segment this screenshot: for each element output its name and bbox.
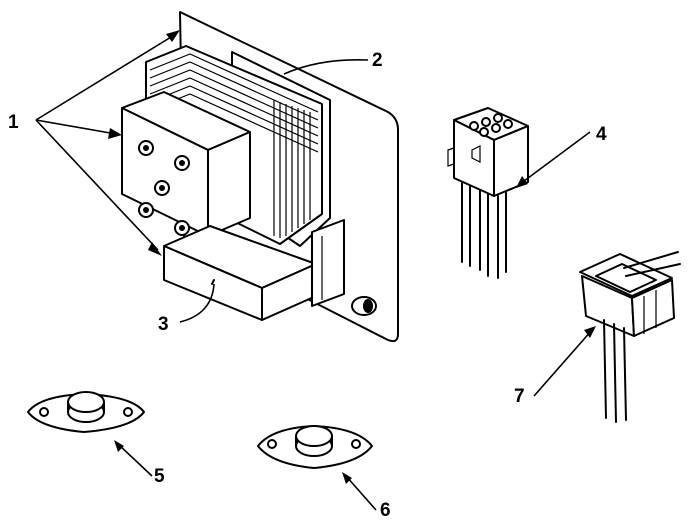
connector-plug xyxy=(447,107,529,279)
callout-2: 2 xyxy=(372,50,383,71)
thermostat-disc-5 xyxy=(27,391,145,433)
callout-1: 1 xyxy=(8,112,19,133)
callout-6: 6 xyxy=(380,500,391,521)
transformer-assembly xyxy=(121,11,399,343)
callout-4: 4 xyxy=(596,124,607,145)
thermostat-disc-6 xyxy=(257,425,373,469)
callout-7: 7 xyxy=(514,386,525,407)
base-bracket xyxy=(163,219,345,321)
switch-clip xyxy=(579,251,681,423)
callout-5: 5 xyxy=(154,466,165,487)
terminal-block xyxy=(121,91,251,237)
leader-lines xyxy=(35,30,596,511)
callout-3: 3 xyxy=(158,314,169,335)
